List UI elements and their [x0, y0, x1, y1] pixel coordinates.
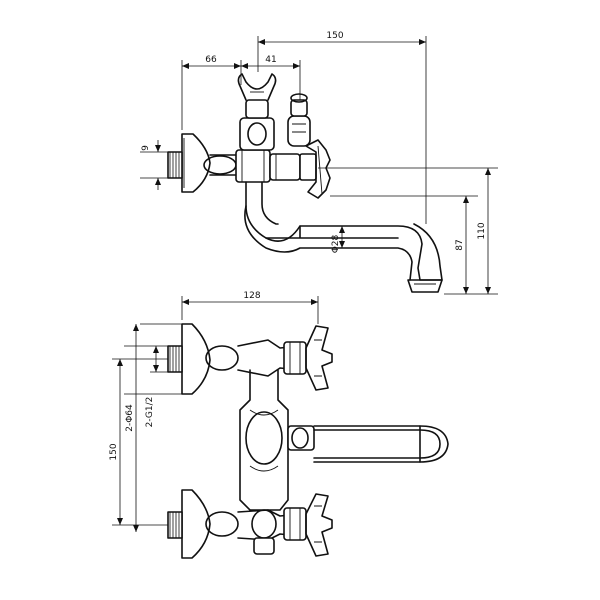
valve-body-top: [235, 73, 301, 183]
central-body: [239, 369, 289, 555]
dim-label-128: 128: [243, 291, 260, 301]
right-valve-top: [287, 93, 331, 199]
wall-flange-lower: [167, 489, 239, 559]
wall-flange-top: [181, 133, 237, 193]
dim-label-9: 9: [141, 145, 151, 151]
dim-150-front: 150: [109, 358, 168, 526]
dim-label-150-top: 150: [326, 31, 343, 41]
upper-arm: [237, 325, 333, 391]
dim-28: Φ28: [331, 226, 345, 253]
dim-66-41: 66 41: [181, 55, 301, 130]
dim-label-41: 41: [265, 55, 276, 65]
dim-label-phi64: 2-Φ64: [125, 404, 135, 432]
top-view: 66 41 150 9 Φ28 87 110: [140, 31, 498, 295]
dim-label-87: 87: [455, 239, 465, 250]
spout-top: [244, 181, 443, 293]
dim-label-150-front: 150: [109, 443, 119, 460]
dim-128: 128: [181, 291, 319, 324]
spout-front: [287, 425, 449, 463]
dim-label-110: 110: [477, 222, 487, 239]
dim-label-g12: 2-G1/2: [145, 397, 155, 428]
front-view: 128 2-Φ64 2-G1/2 150: [109, 291, 449, 559]
dim-label-28: Φ28: [331, 234, 341, 253]
dim-150-top: 150: [257, 31, 427, 224]
dim-9: 9: [140, 140, 168, 190]
dim-label-66: 66: [205, 55, 217, 65]
wall-flange-upper: [167, 323, 239, 395]
dim-87-110: 87 110: [318, 167, 498, 295]
inlet-thread-top: [167, 151, 183, 179]
